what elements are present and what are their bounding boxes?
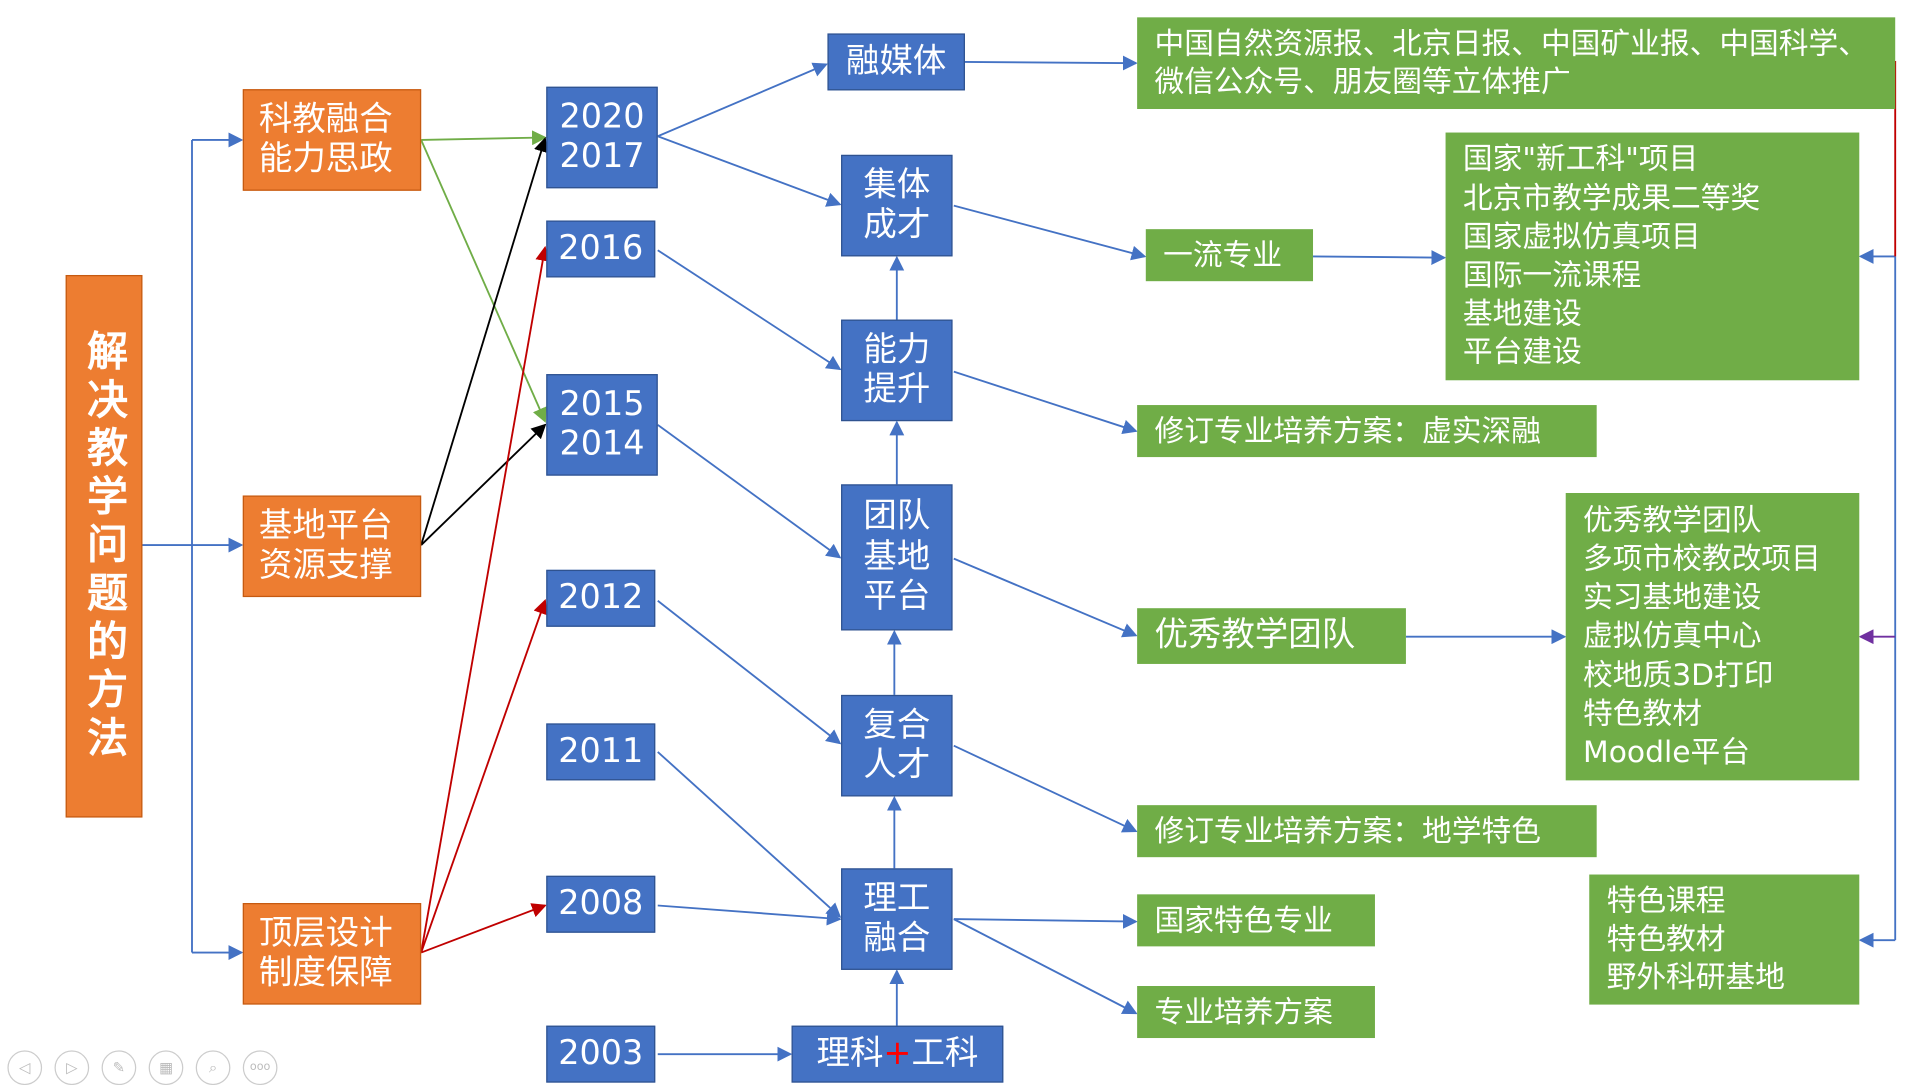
- year-2016: 2016: [546, 220, 656, 278]
- list-item: 国际一流课程: [1462, 257, 1642, 293]
- list-item: 虚拟仿真中心: [1583, 618, 1762, 654]
- year-2014: 2014: [559, 424, 645, 464]
- pillar-base-platform: 基地平台 资源支撑: [242, 495, 422, 598]
- first-class-list: 国家"新工科"项目北京市教学成果二等奖国家虚拟仿真项目国际一流课程基地建设平台建…: [1445, 132, 1860, 381]
- outcome-national: 国家特色专业: [1137, 894, 1375, 947]
- stage-team-base: 团队 基地 平台: [841, 484, 953, 631]
- list-item: Moodle平台: [1583, 734, 1750, 770]
- stage-media: 融媒体: [827, 33, 965, 91]
- outcome-revise-geo: 修订专业培养方案：地学特色: [1137, 805, 1597, 858]
- plus-sign: +: [883, 1034, 912, 1073]
- list-item: 北京市教学成果二等奖: [1462, 180, 1761, 216]
- science-label: 理科: [816, 1034, 884, 1073]
- list-item: 特色教材: [1583, 695, 1702, 731]
- stage-compound: 复合 人才: [841, 694, 953, 797]
- list-item: 优秀教学团队: [1583, 502, 1762, 538]
- stage-science-engineering: 理科+工科: [791, 1025, 1004, 1083]
- engineering-label: 工科: [911, 1034, 979, 1073]
- year-2011: 2011: [546, 723, 656, 781]
- year-2015: 2015: [559, 384, 645, 424]
- year-2003: 2003: [546, 1025, 656, 1083]
- outcome-team: 优秀教学团队: [1137, 608, 1406, 664]
- outcome-promotion: 中国自然资源报、北京日报、中国矿业报、中国科学、微信公众号、朋友圈等立体推广: [1137, 17, 1896, 110]
- outcome-revise-virtual: 修订专业培养方案：虚实深融: [1137, 405, 1597, 458]
- year-2008: 2008: [546, 875, 656, 933]
- pillar-top-design: 顶层设计 制度保障: [242, 903, 422, 1005]
- list-item: 实习基地建设: [1583, 579, 1762, 615]
- list-item: 特色教材: [1606, 921, 1726, 957]
- list-item: 校地质3D打印: [1583, 657, 1774, 692]
- year-2017: 2017: [559, 137, 645, 176]
- list-item: 特色课程: [1606, 882, 1726, 918]
- list-item: 平台建设: [1462, 334, 1582, 370]
- list-item: 多项市校教改项目: [1583, 541, 1821, 577]
- pillar-research-education: 科教融合 能力思政: [242, 89, 422, 191]
- list-item: 国家虚拟仿真项目: [1462, 219, 1701, 254]
- outcome-first-class: 一流专业: [1145, 229, 1314, 282]
- list-item: 野外科研基地: [1606, 960, 1785, 995]
- stage-collective: 集体 成才: [841, 154, 953, 257]
- root-method-box: 解决教学问题的方法: [65, 274, 143, 818]
- list-item: 国家"新工科"项目: [1462, 141, 1699, 177]
- feature-list: 特色课程特色教材野外科研基地: [1589, 874, 1860, 1005]
- stage-ability: 能力 提升: [841, 319, 953, 422]
- year-2012: 2012: [546, 569, 656, 627]
- stage-integration: 理工 融合: [841, 868, 953, 970]
- list-item: 基地建设: [1462, 296, 1582, 331]
- year-2020: 2020: [559, 97, 645, 136]
- outcome-plan: 专业培养方案: [1137, 986, 1375, 1039]
